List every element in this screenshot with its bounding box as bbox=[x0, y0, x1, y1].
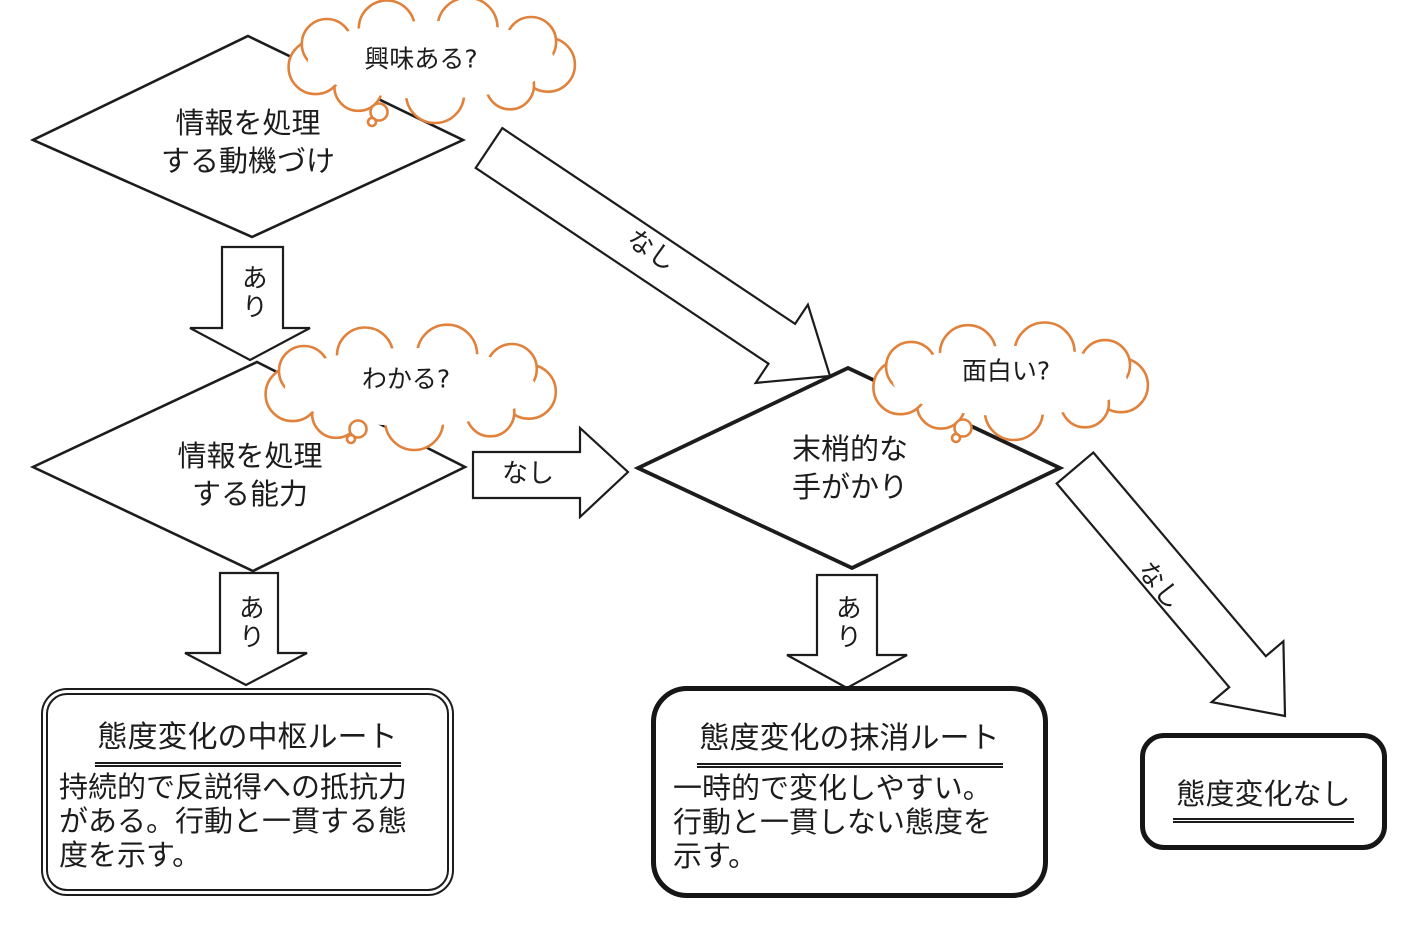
diamond-peripheral-cue bbox=[633, 365, 1065, 571]
diamond-ability-line2: する能力 bbox=[191, 477, 309, 511]
thought-cloud-motivation bbox=[287, 0, 577, 128]
thought-cloud-ability bbox=[264, 323, 558, 452]
outcome-no-change-box: 態度変化なし bbox=[1140, 733, 1387, 850]
thought-cloud-peripheral-cue bbox=[872, 321, 1150, 444]
outcome-central-route-title-text: 態度変化の中枢ルート bbox=[94, 720, 401, 767]
outcome-no-change-title-text: 態度変化なし bbox=[1173, 776, 1354, 823]
diamond-motivation bbox=[29, 34, 467, 239]
arrow-ability-yes bbox=[184, 571, 308, 687]
outcome-no-change-title: 態度変化なし bbox=[1173, 771, 1354, 823]
arrow-motivation-yes bbox=[189, 245, 311, 362]
diamond-ability-line1: 情報を処理 bbox=[177, 439, 323, 473]
outcome-central-route-title: 態度変化の中枢ルート bbox=[43, 712, 452, 767]
outcome-central-route-box: 態度変化の中枢ルート 持続的で反説得への抵抗力がある。行動と一貫する態度を示す。 bbox=[41, 688, 454, 896]
thought-motivation-label: 興味ある? bbox=[364, 44, 478, 74]
arrow-ability-no bbox=[471, 425, 630, 520]
diamond-motivation-line2: する動機づけ bbox=[160, 144, 336, 178]
arrow-ability-no-label: なし bbox=[501, 458, 555, 489]
diamond-peripheral-cue-label: 末梢的な 手がかり bbox=[792, 430, 908, 506]
arrow-ability-yes-label: あり bbox=[234, 594, 265, 652]
thought-ability-label: わかる? bbox=[361, 364, 451, 394]
diamond-ability-label: 情報を処理 する能力 bbox=[177, 437, 322, 513]
outcome-central-route-body: 持続的で反説得への抵抗力がある。行動と一貫する態度を示す。 bbox=[59, 770, 408, 872]
arrow-motivation-no bbox=[474, 126, 832, 385]
diamond-peripheral-cue-line2: 手がかり bbox=[791, 470, 909, 504]
arrow-cue-no bbox=[1055, 450, 1287, 718]
arrow-cue-yes-label: あり bbox=[831, 594, 862, 652]
diamond-motivation-line1: 情報を処理 bbox=[175, 106, 321, 140]
arrow-motivation-yes-label: あり bbox=[237, 264, 268, 322]
diamond-peripheral-cue-line1: 末梢的な bbox=[791, 432, 909, 466]
outcome-peripheral-route-body: 一時的で変化しやすい。行動と一貫しない態度を示す。 bbox=[673, 771, 993, 873]
outcome-peripheral-route-title-text: 態度変化の抹消ルート bbox=[696, 721, 1003, 768]
thought-peripheral-cue-label: 面白い? bbox=[961, 356, 1051, 386]
outcome-peripheral-route-title: 態度変化の抹消ルート bbox=[656, 713, 1043, 768]
outcome-peripheral-route-box: 態度変化の抹消ルート 一時的で変化しやすい。行動と一貫しない態度を示す。 bbox=[651, 686, 1048, 898]
arrow-cue-yes bbox=[786, 573, 908, 690]
diamond-motivation-label: 情報を処理 する動機づけ bbox=[161, 104, 335, 180]
